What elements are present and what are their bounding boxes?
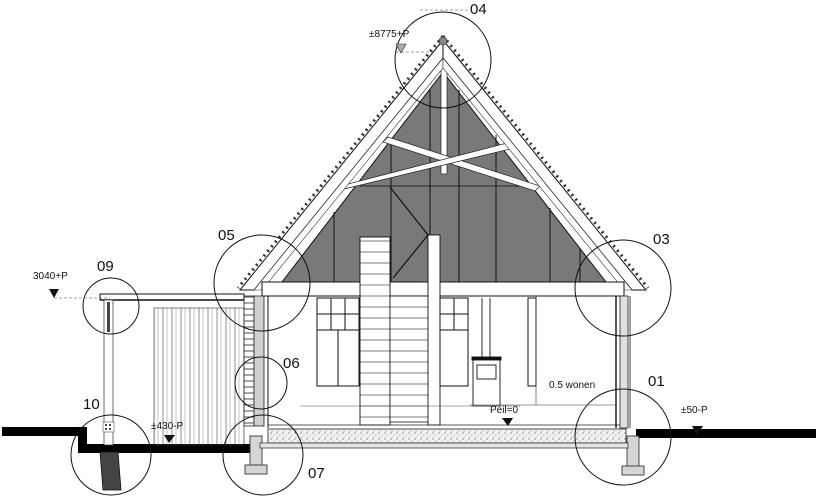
detail-label-09: 09 <box>97 258 114 275</box>
detail-label-03: 03 <box>653 231 670 248</box>
floor-slab <box>259 424 629 449</box>
detail-circles <box>70 11 672 496</box>
window-left <box>316 297 360 387</box>
level-annex-floor: ±430-P <box>151 421 184 432</box>
staircase <box>359 236 431 426</box>
roof-studs <box>333 90 581 282</box>
detail-label-05: 05 <box>218 227 235 244</box>
detail-label-06: 06 <box>283 355 300 372</box>
detail-circle-01 <box>574 388 672 486</box>
level-datum: Peil=0 <box>490 405 519 416</box>
annex <box>99 293 245 446</box>
detail-label-07: 07 <box>308 465 325 482</box>
level-ridge: ±8775+P <box>369 29 410 40</box>
detail-circle-06 <box>234 356 288 410</box>
detail-circle-03 <box>574 239 672 337</box>
wall-right <box>615 295 631 429</box>
detail-circle-07 <box>222 414 304 496</box>
detail-label-04: 04 <box>470 1 487 18</box>
level-annex-roof: 3040+P <box>33 271 68 282</box>
ground-right <box>636 429 816 438</box>
level-markers <box>49 9 703 443</box>
wood-stove <box>300 298 520 407</box>
detail-label-10: 10 <box>83 396 100 413</box>
level-ground-right: ±50-P <box>681 405 708 416</box>
roof-rafters <box>236 35 650 291</box>
room-label-living: 0.5 wonen <box>549 380 596 391</box>
detail-label-01: 01 <box>648 373 665 390</box>
ground-left <box>2 427 253 453</box>
detail-circle-10 <box>70 414 152 496</box>
foundations <box>99 435 645 491</box>
roof-truss <box>339 61 541 192</box>
detail-circle-04 <box>394 11 492 109</box>
chimney <box>427 234 441 426</box>
detail-circle-05 <box>213 234 311 332</box>
tie-beam <box>261 281 625 297</box>
window-right <box>439 297 537 387</box>
detail-circle-09 <box>82 277 140 335</box>
